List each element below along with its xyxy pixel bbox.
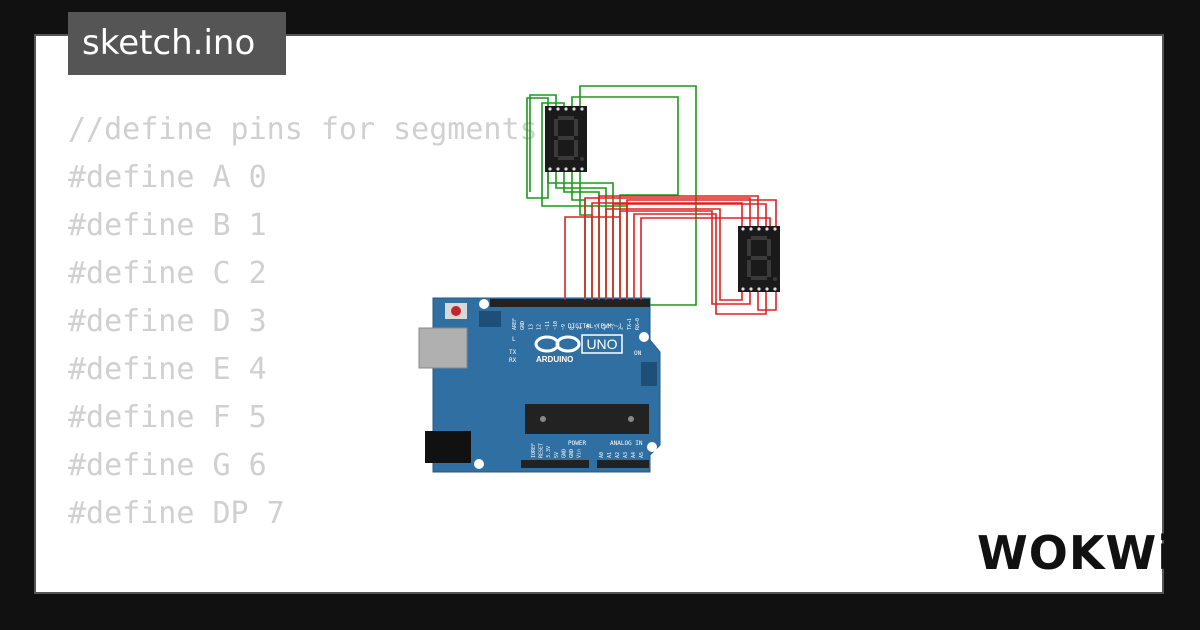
pin-label: 13 — [528, 324, 534, 330]
wire-red — [640, 217, 771, 300]
pin-label: 7 — [578, 327, 584, 330]
pin-label: GND — [520, 321, 526, 330]
power-header — [521, 460, 589, 468]
rx-led-label: RX — [509, 357, 517, 364]
pin-label: RESET — [539, 443, 545, 458]
pin-label: IOREF — [531, 443, 537, 458]
wokwi-logo: WOKWi — [977, 526, 1174, 580]
pin-label: 12 — [537, 324, 543, 330]
digital-header-label: DIGITAL (PWM ~) — [568, 323, 622, 330]
pin-label: ~9 — [561, 324, 567, 330]
code-line: //define pins for segments — [68, 112, 538, 147]
arduino-infinity-logo — [534, 335, 581, 353]
icsp-header — [479, 311, 501, 327]
mount-hole — [647, 442, 657, 452]
code-line: #define F 5 — [68, 400, 267, 435]
pin-label: GND — [569, 449, 575, 458]
on-led-label: ON — [634, 350, 642, 357]
wire-red — [591, 202, 743, 300]
mount-hole — [639, 332, 649, 342]
wire-red — [564, 216, 620, 300]
code-editor: //define pins for segments #define A 0 #de… — [68, 106, 845, 592]
code-line: #define E 4 — [68, 352, 267, 387]
code-line: #define C 2 — [68, 256, 267, 291]
mount-hole — [479, 299, 489, 309]
pin-label: A0 — [599, 452, 605, 458]
wire-red — [598, 195, 759, 300]
segments — [554, 116, 584, 161]
file-tab[interactable]: sketch.ino — [68, 12, 286, 75]
pin-label: AREF — [512, 318, 518, 330]
icsp-header — [641, 362, 657, 386]
pin-label: 4 — [602, 327, 608, 330]
power-header-label: POWER — [568, 440, 586, 447]
analog-header-label: ANALOG IN — [610, 440, 643, 447]
wire-green — [579, 85, 697, 306]
pin-label: 3.3V — [546, 446, 552, 458]
preview-card: //define pins for segments #define A 0 #de… — [34, 34, 1164, 594]
pin-label: ~11 — [545, 321, 551, 330]
pin-label: A3 — [623, 452, 629, 458]
seven-segment-display-1[interactable] — [545, 106, 587, 172]
pin-label: A1 — [607, 452, 613, 458]
pin-label: RX←0 — [635, 318, 641, 330]
segments — [747, 236, 777, 281]
pin-label: TX→1 — [627, 318, 633, 330]
pin-label: A2 — [615, 452, 621, 458]
pin-label: A5 — [639, 452, 645, 458]
wire-red — [619, 210, 751, 305]
usb-connector — [418, 327, 468, 369]
analog-header — [597, 460, 649, 468]
arduino-uno-board[interactable]: UNO ARDUINO DIGITAL (PWM ~) POWER ANALOG… — [418, 297, 661, 473]
wire-green — [579, 170, 593, 300]
tx-led-label: TX — [509, 349, 517, 356]
board-brand-label: ARDUINO — [536, 355, 573, 364]
power-jack — [425, 431, 471, 463]
code-line: #define D 3 — [68, 304, 267, 339]
pin-label: ~10 — [553, 321, 559, 330]
pin-label: ~5 — [594, 324, 600, 330]
wire-green — [526, 97, 549, 199]
pin-label: ~6 — [586, 324, 592, 330]
board-model-label: UNO — [586, 336, 617, 352]
file-tab-label: sketch.ino — [82, 23, 256, 63]
digital-header — [490, 299, 650, 307]
wire-green — [571, 170, 586, 300]
wire-red — [584, 197, 751, 300]
code-line: #define G 6 — [68, 448, 267, 483]
red-wires — [564, 195, 777, 315]
wire-red — [633, 213, 767, 315]
display-pins — [741, 227, 777, 291]
code-line: #define DP 7 — [68, 496, 285, 531]
code-line: #define B 1 — [68, 208, 267, 243]
wire-red — [605, 208, 743, 301]
pin-label: A4 — [631, 452, 637, 458]
pin-label: 2 — [619, 327, 625, 330]
wire-red — [612, 203, 767, 300]
display-pins — [548, 107, 584, 171]
pin-label: Vin — [577, 449, 583, 458]
l-led-label: L — [512, 336, 516, 343]
pin-label: 5V — [554, 452, 560, 458]
code-line: #define A 0 — [68, 160, 267, 195]
pin-label: GND — [561, 449, 567, 458]
mount-hole — [474, 459, 484, 469]
wire-green — [563, 170, 600, 300]
pin-label: ~3 — [610, 324, 616, 330]
pin-label: 8 — [569, 327, 575, 330]
seven-segment-display-2[interactable] — [738, 226, 780, 292]
wire-green — [529, 94, 557, 192]
